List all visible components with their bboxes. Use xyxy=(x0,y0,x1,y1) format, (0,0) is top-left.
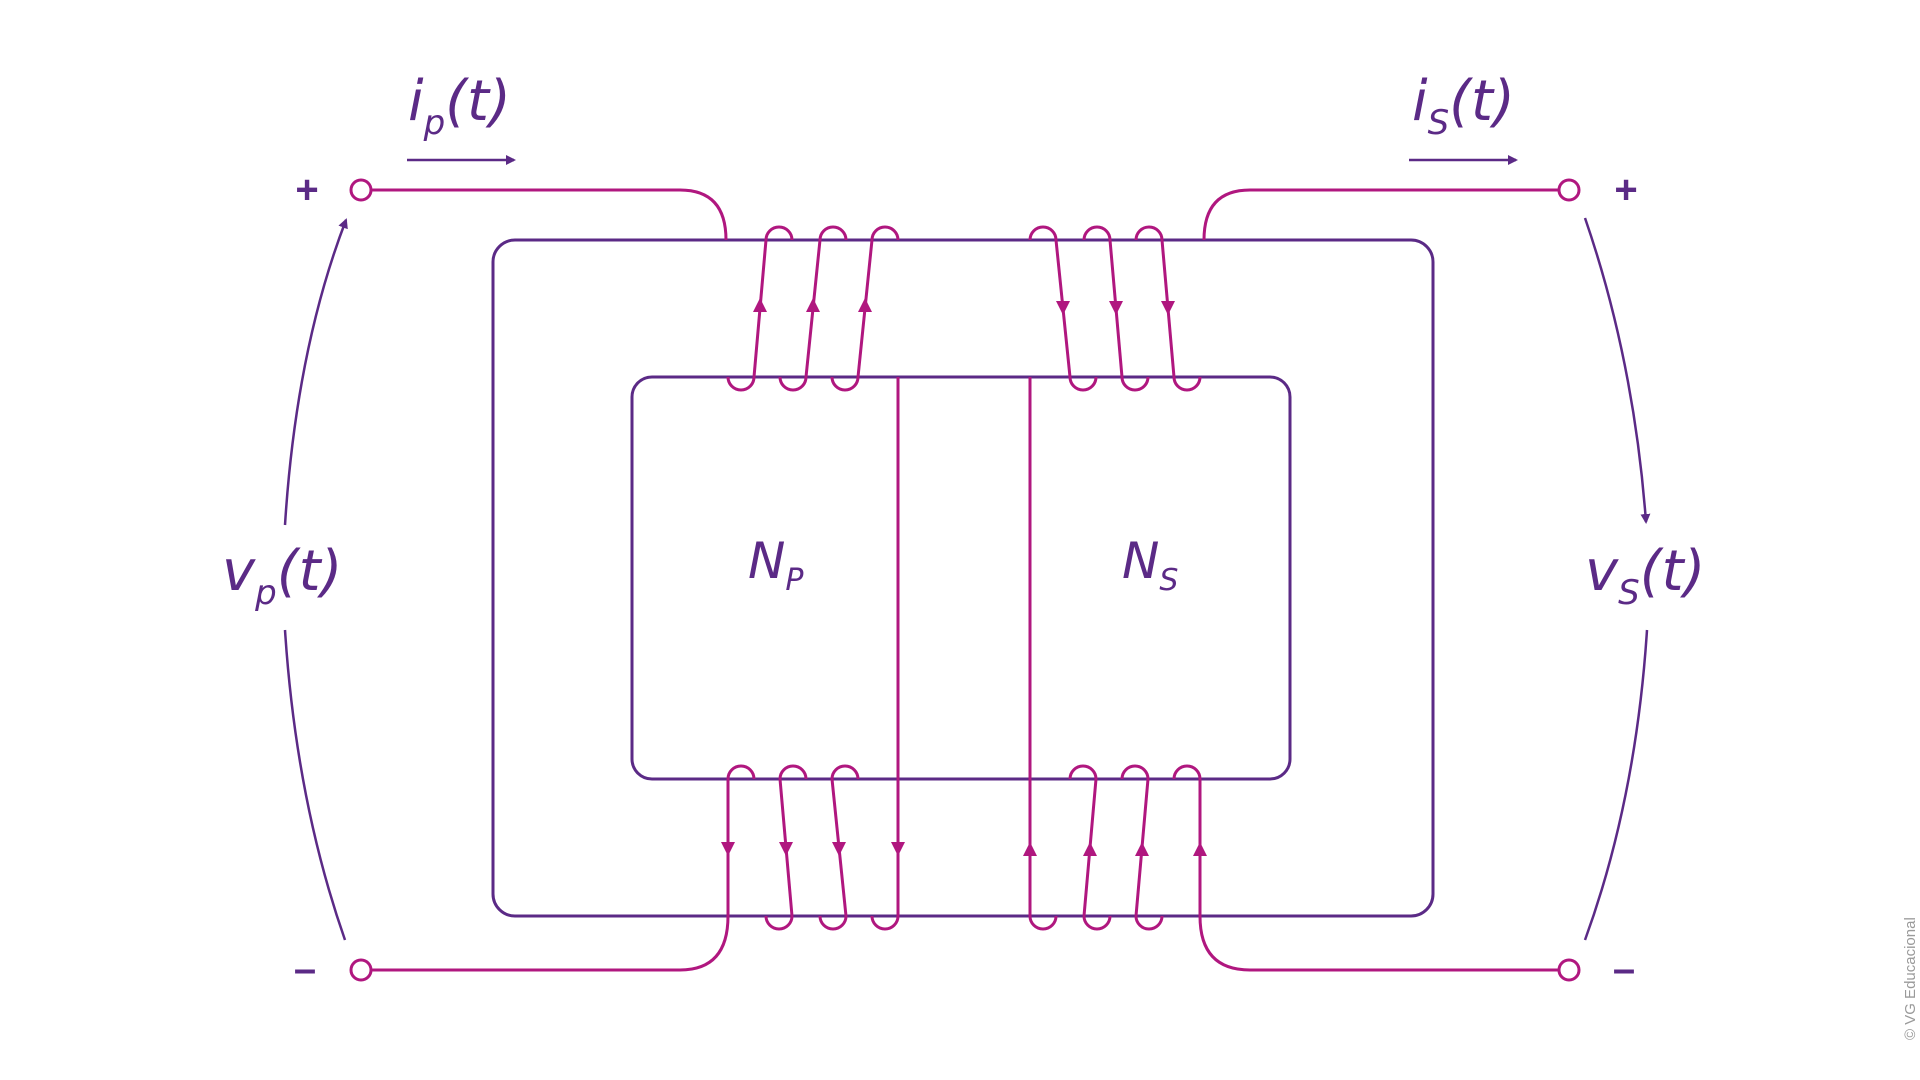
secondary-minus-terminal xyxy=(1557,958,1581,982)
primary-current-label: ip(t) xyxy=(408,69,511,143)
secondary-turns-label: NS xyxy=(1122,532,1178,598)
secondary-plus-sign: + xyxy=(1614,168,1637,212)
voltage-arcs xyxy=(283,217,1651,941)
core-inner-window xyxy=(630,375,1292,781)
secondary-voltage-arc-upper xyxy=(1583,217,1651,524)
secondary-voltage-arc-lower xyxy=(1583,629,1649,941)
polarity-signs: + – + – xyxy=(294,168,1638,991)
primary-turns-label: NP xyxy=(748,532,804,598)
core-outer-frame xyxy=(491,238,1435,918)
primary-plus-terminal xyxy=(349,178,373,202)
secondary-current-label: iS(t) xyxy=(1412,69,1515,143)
copyright-watermark: © VG Educacional xyxy=(1902,917,1919,1040)
primary-voltage-arc-lower xyxy=(283,629,347,941)
primary-minus-sign: – xyxy=(294,947,316,991)
secondary-winding xyxy=(1028,188,1558,972)
primary-winding xyxy=(372,188,900,972)
math-labels: ip(t) iS(t) vp(t) vS(t) NP NS xyxy=(222,69,1705,613)
primary-minus-terminal xyxy=(349,958,373,982)
secondary-winding-arrows xyxy=(1023,301,1207,856)
secondary-voltage-label: vS(t) xyxy=(1585,539,1705,613)
primary-voltage-label: vp(t) xyxy=(222,539,342,613)
primary-winding-arrows xyxy=(721,298,905,856)
secondary-plus-terminal xyxy=(1557,178,1581,202)
transformer-core xyxy=(491,238,1435,918)
terminals xyxy=(349,178,1581,982)
primary-plus-sign: + xyxy=(295,168,318,212)
secondary-minus-sign: – xyxy=(1613,947,1635,991)
primary-voltage-arc-upper xyxy=(283,218,348,526)
